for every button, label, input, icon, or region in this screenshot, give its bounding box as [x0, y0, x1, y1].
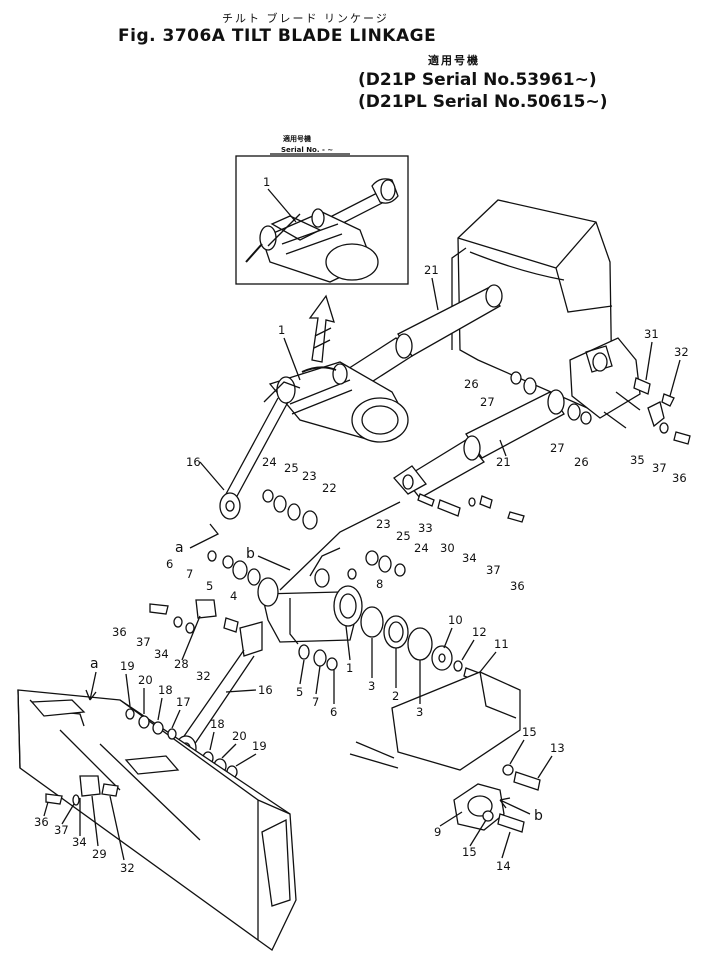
part-number-13: 13	[550, 741, 565, 755]
reference-markers: a b a b	[85, 523, 543, 824]
part-number-30: 30	[440, 541, 455, 555]
part-number-5-mid: 5	[296, 685, 303, 699]
part-number-11: 11	[494, 637, 509, 651]
part-number-9: 9	[434, 825, 441, 839]
part-number-36-left: 36	[112, 625, 127, 639]
part-number-23-upper: 23	[302, 469, 317, 483]
part-number-16-lower: 16	[258, 683, 273, 697]
part-number-26-left: 26	[464, 377, 479, 391]
part-number-25-right: 25	[396, 529, 411, 543]
part-number-17: 17	[176, 695, 191, 709]
part-number-12: 12	[472, 625, 487, 639]
part-number-22: 22	[322, 481, 337, 495]
pivot-bushing-set	[207, 489, 483, 683]
part-number-20-left: 20	[138, 673, 153, 687]
part-number-35: 35	[630, 453, 645, 467]
part-number-34-right: 34	[462, 551, 477, 565]
part-number-6-left: 6	[166, 557, 173, 571]
inset-detail-box: 適用号機 Serial No. - ~ 1	[235, 134, 409, 285]
part-number-29: 29	[92, 847, 107, 861]
part-number-15-upper: 15	[522, 725, 537, 739]
part-number-21-upper: 21	[424, 263, 439, 277]
part-number-3-left: 3	[368, 679, 375, 693]
part-number-28: 28	[174, 657, 189, 671]
part-number-18-left: 18	[158, 683, 173, 697]
part-number-34-bottom: 34	[72, 835, 87, 849]
part-number-27-left: 27	[480, 395, 495, 409]
right-fastener-group	[417, 371, 691, 523]
tilt-cylinder-lower	[393, 389, 565, 499]
part-number-37-left: 37	[136, 635, 151, 649]
part-number-24-upper: 24	[262, 455, 277, 469]
part-number-34-left: 34	[154, 647, 169, 661]
inset-serial-label: Serial No. - ~	[281, 146, 333, 154]
part-number-26-right: 26	[574, 455, 589, 469]
part-number-2: 2	[392, 689, 399, 703]
part-number-36-bottom: 36	[34, 815, 49, 829]
part-number-32-mid: 32	[196, 669, 211, 683]
ref-letter-b-bottom: b	[534, 808, 543, 824]
left-fastener-group	[45, 599, 239, 806]
title-japanese: チルト ブレード リンケージ	[222, 12, 389, 25]
part-number-21-lower: 21	[496, 455, 511, 469]
applicable-models-japanese: 適用号機	[428, 54, 480, 67]
part-number-6-mid: 6	[330, 705, 337, 719]
part-number-5-left: 5	[206, 579, 213, 593]
link-rod-upper	[219, 397, 289, 520]
part-number-16-upper: 16	[186, 455, 201, 469]
part-number-33: 33	[418, 521, 433, 535]
figure-title: Fig. 3706A TILT BLADE LINKAGE	[118, 26, 437, 46]
part-number-14: 14	[496, 859, 511, 873]
part-number-19-right: 19	[252, 739, 267, 753]
inset-applicable-label: 適用号機	[283, 134, 311, 143]
part-number-7-left: 7	[186, 567, 193, 581]
part-number-32-right: 32	[674, 345, 689, 359]
part-number-32-bottom: 32	[120, 861, 135, 875]
part-number-37-mid: 37	[486, 563, 501, 577]
ref-letter-a-top: a	[175, 540, 184, 556]
part-number-8: 8	[376, 577, 383, 591]
serial-line-d21pl: (D21PL Serial No.50615~)	[358, 92, 608, 112]
lower-right-frame	[349, 671, 541, 833]
inset-part-number-1: 1	[263, 175, 270, 189]
part-number-24-right: 24	[414, 541, 429, 555]
part-number-19-left: 19	[120, 659, 135, 673]
part-number-36-mid: 36	[510, 579, 525, 593]
part-number-18-right: 18	[210, 717, 225, 731]
part-number-10: 10	[448, 613, 463, 627]
part-number-25-upper: 25	[284, 461, 299, 475]
part-number-1: 1	[278, 323, 285, 337]
part-number-23-right: 23	[376, 517, 391, 531]
part-number-37-right: 37	[652, 461, 667, 475]
part-number-15-lower: 15	[462, 845, 477, 859]
cylinder-body-assembly	[263, 361, 409, 443]
part-number-27-right: 27	[550, 441, 565, 455]
part-number-labels: 1 21 16 24 25 23 22 26 27 27 26 21 31 32…	[34, 263, 689, 875]
tractor-frame-bracket	[451, 199, 641, 429]
part-number-4: 4	[230, 589, 237, 603]
ref-letter-b-top: b	[246, 546, 255, 562]
part-number-3-right: 3	[416, 705, 423, 719]
part-number-7-mid: 7	[312, 695, 319, 709]
part-number-31: 31	[644, 327, 659, 341]
part-number-1-lower: 1	[346, 661, 353, 675]
part-number-20-right: 20	[232, 729, 247, 743]
part-number-36-right: 36	[672, 471, 687, 485]
part-number-37-bottom: 37	[54, 823, 69, 837]
serial-line-d21p: (D21P Serial No.53961~)	[358, 70, 597, 90]
ref-letter-a-bottom: a	[90, 656, 99, 672]
inset-pointer-arrow	[308, 294, 335, 363]
